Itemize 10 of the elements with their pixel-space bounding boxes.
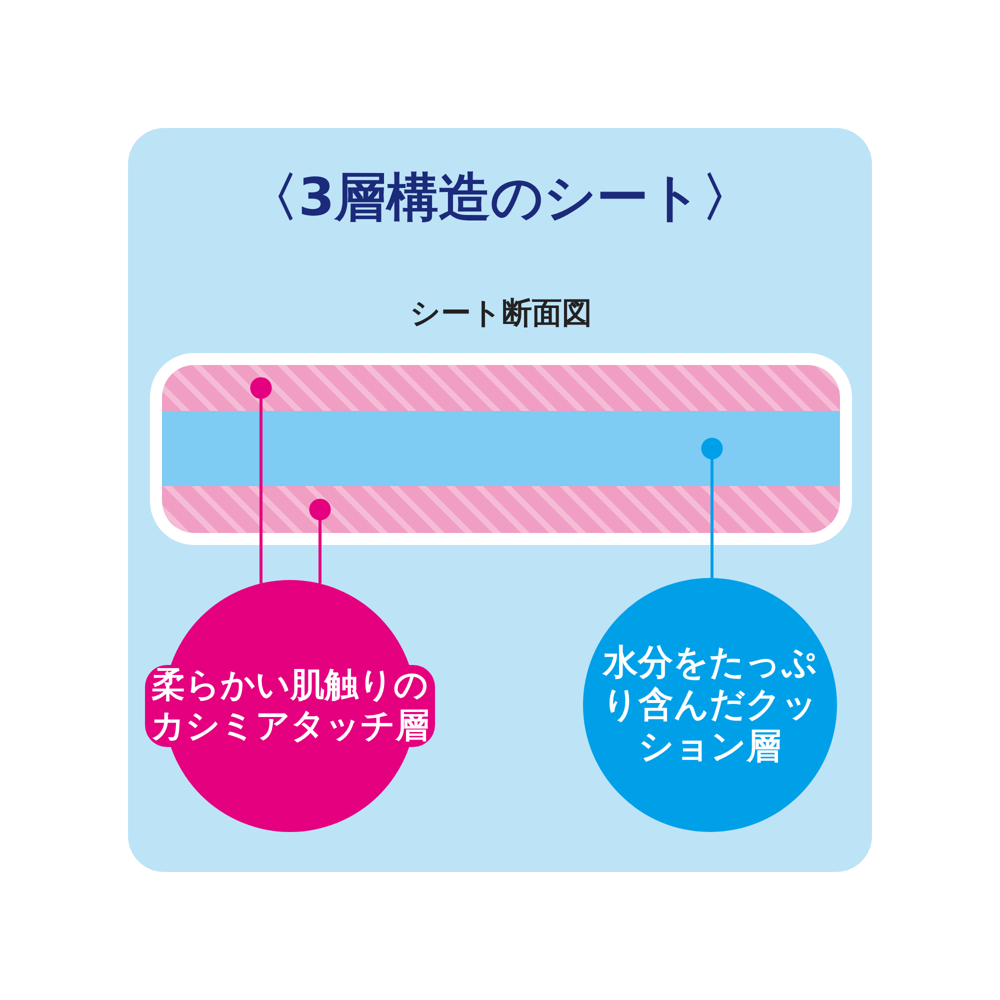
section-heading: シート断面図: [409, 295, 593, 333]
layer-label: 柔らかい肌触りのカシミアタッチ層: [145, 665, 435, 747]
sheet-layer: [162, 365, 840, 411]
leader-line: [701, 438, 723, 578]
title: 〈3層構造のシート〉: [245, 172, 755, 224]
layer-label: 水分をたっぷり含んだクッション層: [601, 642, 818, 768]
sheet-layer: [162, 411, 840, 486]
leader-line: [250, 377, 272, 584]
sheet-layer: [162, 486, 840, 533]
leader-line: [309, 498, 331, 584]
